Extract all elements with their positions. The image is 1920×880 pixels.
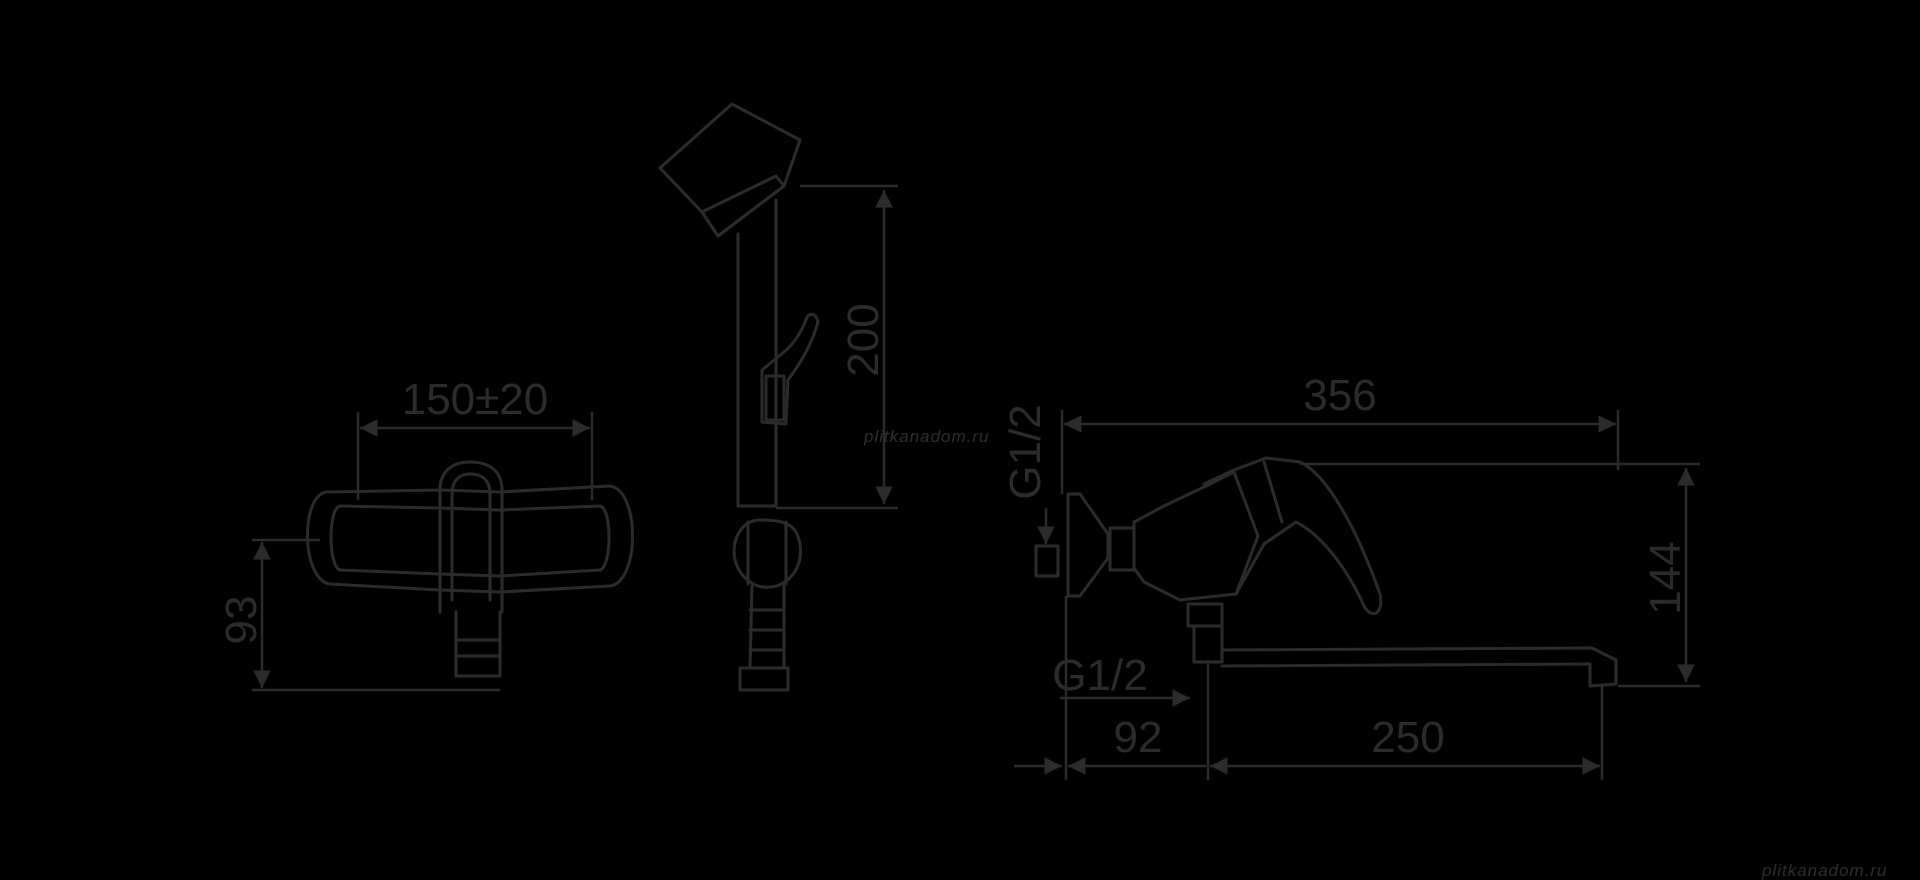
mixer-body-outline bbox=[306, 484, 634, 594]
spout bbox=[1220, 646, 1618, 688]
shower-hose bbox=[748, 584, 786, 670]
shower-slider bbox=[760, 312, 820, 426]
watermark-bottom-right: plitkanadom.ru bbox=[1761, 861, 1888, 880]
dim-label-shower: 200 bbox=[839, 303, 888, 376]
mixer-lever bbox=[438, 460, 504, 614]
dim-label-thread-top: G1/2 bbox=[1001, 404, 1050, 499]
dim-label-total-length: 356 bbox=[1303, 371, 1376, 420]
front-view: 150±20 93 bbox=[217, 375, 634, 692]
mixer-stem bbox=[454, 610, 502, 678]
shower-holder bbox=[732, 518, 802, 589]
shower-head bbox=[658, 102, 802, 238]
side-lever-detail bbox=[1262, 460, 1284, 524]
side-view: G1/2 356 144 G1/2 92 250 bbox=[1001, 371, 1700, 780]
spout-riser bbox=[1192, 624, 1224, 664]
dim-label-spout: 250 bbox=[1371, 713, 1444, 762]
mixer-lever-inner bbox=[450, 472, 492, 602]
dim-label-total-height: 144 bbox=[1641, 541, 1690, 614]
dim-label-width: 150±20 bbox=[402, 375, 549, 424]
dim-label-height: 93 bbox=[217, 596, 266, 645]
dim-label-offset: 92 bbox=[1114, 713, 1163, 762]
side-lever bbox=[1202, 456, 1383, 616]
hose-nut bbox=[738, 666, 790, 692]
wall-inlet bbox=[1034, 544, 1060, 578]
mixer-body-inner bbox=[329, 504, 611, 578]
shower-head-face bbox=[700, 174, 786, 238]
eccentric-nut bbox=[1108, 526, 1136, 572]
watermark-center: plitkanadom.ru bbox=[863, 427, 990, 446]
spout-nut bbox=[1186, 602, 1224, 628]
shower-slider-grip bbox=[764, 374, 786, 422]
shower-view: 200 bbox=[658, 102, 898, 692]
dim-label-thread-bottom: G1/2 bbox=[1052, 651, 1147, 700]
wall-flange bbox=[1066, 492, 1110, 598]
side-body bbox=[1132, 470, 1260, 602]
